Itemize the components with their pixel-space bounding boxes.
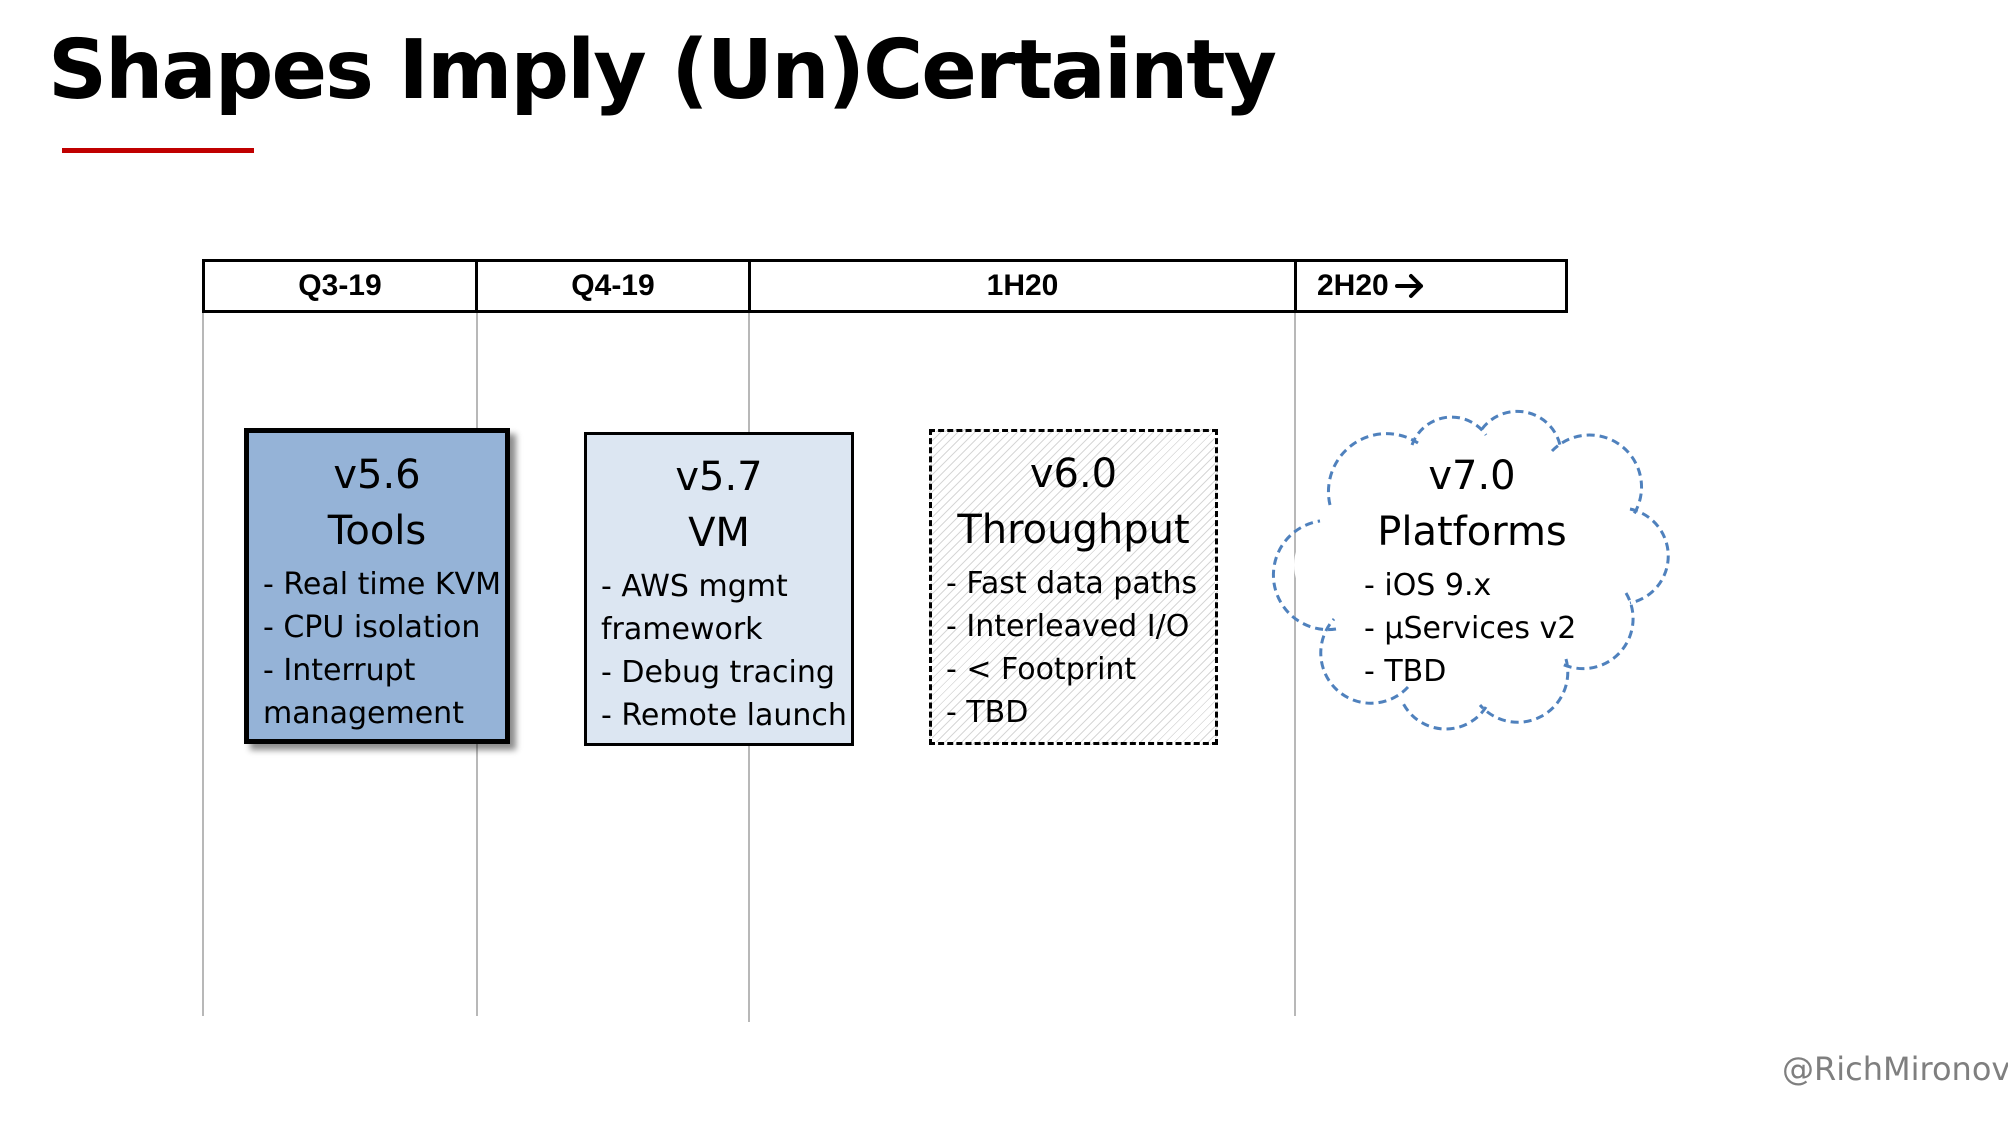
feature-list: - Real time KVM - CPU isolation - Interr…: [249, 563, 505, 735]
list-item: - Interleaved I/O: [946, 609, 1190, 644]
cloud-shape: [1271, 403, 1670, 731]
list-item: - Interrupt: [263, 653, 416, 688]
release-version: v5.6: [333, 452, 421, 498]
release-version: v6.0: [1029, 451, 1118, 497]
list-item: - TBD: [1364, 654, 1447, 689]
list-item: management: [263, 696, 464, 731]
timeline-column-q3-19: Q3-19: [205, 262, 478, 310]
timeline-header: Q3-19 Q4-19 1H20 2H20: [202, 259, 1568, 313]
release-box-v5-7: v5.7 VM - AWS mgmt framework - Debug tra…: [584, 432, 854, 746]
release-theme: Platforms: [1377, 509, 1567, 555]
timeline-column-q4-19: Q4-19: [478, 262, 751, 310]
timeline-column-1h20: 1H20: [751, 262, 1297, 310]
timeline-column-label: Q3-19: [298, 269, 382, 302]
list-item: - AWS mgmt: [601, 569, 788, 604]
release-box-v5-6: v5.6 Tools - Real time KVM - CPU isolati…: [244, 428, 510, 744]
release-theme: VM: [688, 510, 750, 556]
timeline-gridline: [202, 312, 204, 1016]
feature-list: - iOS 9.x - µServices v2 - TBD: [1360, 564, 1584, 693]
list-item: - Remote launch: [601, 698, 847, 733]
release-box-v6-0: v6.0 Throughput - Fast data paths - Inte…: [929, 429, 1218, 745]
list-item: - < Footprint: [946, 652, 1137, 687]
list-item: - µServices v2: [1364, 611, 1577, 646]
timeline-column-label: 1H20: [986, 269, 1059, 302]
release-version: v5.7: [675, 454, 763, 500]
timeline-column-label: Q4-19: [571, 269, 655, 302]
author-credit: @RichMironov: [1782, 1050, 2008, 1088]
release-theme: Tools: [327, 508, 427, 554]
release-box-v7-0: v7.0 Platforms - iOS 9.x - µServices v2 …: [1360, 448, 1584, 693]
list-item: framework: [601, 612, 763, 647]
title-underline: [62, 148, 254, 153]
list-item: - Fast data paths: [946, 566, 1198, 601]
list-item: - CPU isolation: [263, 610, 481, 645]
right-arrow-icon: [1394, 273, 1425, 299]
list-item: - TBD: [946, 695, 1029, 730]
list-item: - iOS 9.x: [1364, 568, 1492, 603]
release-version: v7.0: [1428, 453, 1516, 499]
list-item: - Real time KVM: [263, 567, 501, 602]
feature-list: - Fast data paths - Interleaved I/O - < …: [932, 562, 1215, 734]
feature-list: - AWS mgmt framework - Debug tracing - R…: [587, 565, 851, 737]
release-theme: Throughput: [957, 507, 1190, 553]
timeline-column-2h20: 2H20: [1297, 262, 1565, 310]
list-item: - Debug tracing: [601, 655, 835, 690]
timeline-column-label: 2H20: [1317, 269, 1389, 302]
page-title: Shapes Imply (Un)Certainty: [48, 23, 1277, 118]
timeline-gridline: [1294, 312, 1296, 1016]
